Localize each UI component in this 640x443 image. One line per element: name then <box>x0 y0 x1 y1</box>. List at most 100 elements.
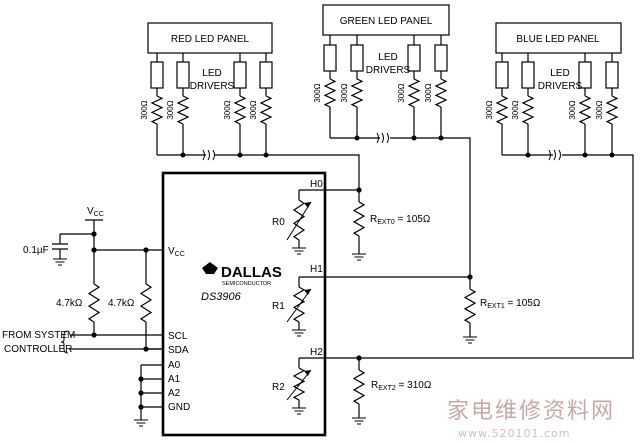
rext1-resistor <box>463 288 477 324</box>
rext1 <box>463 277 477 337</box>
rext0-value: = 105Ω <box>395 214 431 225</box>
blue-col-2-driver-box <box>521 61 535 89</box>
ground-1 <box>53 258 67 266</box>
green-led-drivers-label: LED DRIVERS <box>366 52 411 76</box>
blue-col-3-resistor <box>578 95 592 125</box>
controller-label: CONTROLLER <box>4 344 72 355</box>
blue-col-1-driver-box <box>495 61 509 89</box>
ground-4 <box>292 407 306 415</box>
output-h0: H0 <box>310 179 323 190</box>
controller-brace <box>60 330 69 354</box>
blue-led-drivers-label: LED DRIVERS <box>538 68 583 92</box>
red-drivers-line1: LED <box>202 68 221 79</box>
rext2-resistor <box>352 369 366 405</box>
green-drivers-line2: DRIVERS <box>366 65 411 76</box>
vcc-sub: CC <box>94 211 104 218</box>
junction-dot-3 <box>143 247 149 253</box>
pin-a2: A2 <box>168 388 181 399</box>
red-col-4-driver-box <box>259 61 273 89</box>
pot-r0 <box>286 190 312 248</box>
pot-r0-arrow-head <box>304 202 311 208</box>
blue-col-4-resistor <box>605 95 619 125</box>
red-col-2-resistor-label: 300Ω <box>166 100 175 119</box>
green-led-panel: GREEN LED PANEL <box>322 4 450 36</box>
junction-dots <box>91 187 473 410</box>
rext0-resistor <box>352 201 366 237</box>
system-controller-lines: FROM SYSTEM CONTROLLER <box>2 330 163 355</box>
digital-potentiometers <box>286 190 312 408</box>
red-col-3-resistor-label: 300Ω <box>223 100 232 119</box>
pin-scl: SCL <box>168 331 188 342</box>
from-system-label: FROM SYSTEM <box>2 330 75 341</box>
pot-r0-resistor <box>292 199 306 241</box>
pullup1-wire <box>93 250 163 336</box>
address-pins-to-ground <box>140 364 163 420</box>
address-ground-wires <box>140 364 163 420</box>
red-bus-wire <box>157 154 360 188</box>
red-col-3-resistor <box>233 95 247 125</box>
junction-dot-4 <box>91 332 97 338</box>
red-panel-box <box>147 22 273 54</box>
pullup2-wire <box>145 250 163 350</box>
pot-r2-resistor <box>292 367 306 401</box>
pot-r0-arrow-line <box>286 201 312 241</box>
green-col-4-resistor <box>434 78 448 108</box>
green-col-2-driver-box <box>350 44 364 72</box>
green-col-4-driver-box <box>434 44 448 72</box>
red-led-drivers-label: LED DRIVERS <box>190 68 235 92</box>
dallas-logo-mark <box>202 262 218 274</box>
scl-sda-wires <box>70 334 163 350</box>
green-panel-label: GREEN LED PANEL <box>340 16 433 27</box>
red-panel-label: RED LED PANEL <box>171 34 250 45</box>
ground-7 <box>352 417 366 425</box>
chip-part-number: DS3906 <box>201 291 242 303</box>
ds3906-chip-body <box>161 171 327 437</box>
red-col-4-resistor-label: 300Ω <box>249 100 258 119</box>
blue-bus-wire <box>359 154 634 359</box>
green-drivers-line1: LED <box>378 52 397 63</box>
junction-dot-7 <box>467 274 473 280</box>
junction-dot-1 <box>91 231 97 237</box>
green-col-3-resistor-label: 300Ω <box>397 83 406 102</box>
junction-dot-11 <box>138 404 144 410</box>
pot-r1-arrow-line <box>286 288 312 323</box>
pot-r0-label: R0 <box>272 217 285 228</box>
watermark-text: 家电维修资料网 <box>447 399 615 424</box>
blue-col-1-resistor-label: 300Ω <box>485 100 494 119</box>
green-panel-box <box>322 4 450 36</box>
red-drivers-line2: DRIVERS <box>190 81 235 92</box>
output-h1: H1 <box>310 264 323 275</box>
vcc-label: VCC <box>87 206 104 218</box>
rext0-sub: EXT0 <box>377 219 395 226</box>
blue-col-4-driver-box <box>605 61 619 89</box>
red-col-2-driver-box <box>176 61 190 89</box>
external-resistors <box>352 190 477 418</box>
green-col-3-resistor <box>407 78 421 108</box>
pot-r1 <box>286 277 312 330</box>
junction-dot-9 <box>138 376 144 382</box>
dallas-logo-subtext: SEMICONDUCTOR <box>222 281 271 287</box>
rext2-value: = 310Ω <box>396 380 432 391</box>
pot-r2 <box>286 358 312 408</box>
pot-r1-arrow-head <box>304 289 311 295</box>
green-bus-wire <box>330 137 471 277</box>
red-col-1-resistor <box>150 95 164 125</box>
pot-r1-resistor <box>292 286 306 323</box>
pin-vcc-sub: CC <box>175 251 185 258</box>
pot-r2-label: R2 <box>272 382 285 393</box>
green-col-1-driver-box <box>323 44 337 72</box>
red-bus-break <box>202 149 215 161</box>
blue-panel-label: BLUE LED PANEL <box>516 34 600 45</box>
green-bus-break <box>376 132 389 144</box>
pin-gnd: GND <box>168 402 190 413</box>
dallas-logo: DALLAS SEMICONDUCTOR <box>202 262 282 287</box>
pullup1-resistor <box>87 283 101 323</box>
vcc-wire <box>85 219 163 251</box>
junction-dot-8 <box>356 355 362 361</box>
pin-vcc: VCC <box>168 246 185 258</box>
rext1-label: REXT1 = 105Ω <box>480 298 541 310</box>
pullup2-resistor <box>139 283 153 323</box>
green-col-2-resistor <box>350 78 364 108</box>
pin-a0: A0 <box>168 360 181 371</box>
